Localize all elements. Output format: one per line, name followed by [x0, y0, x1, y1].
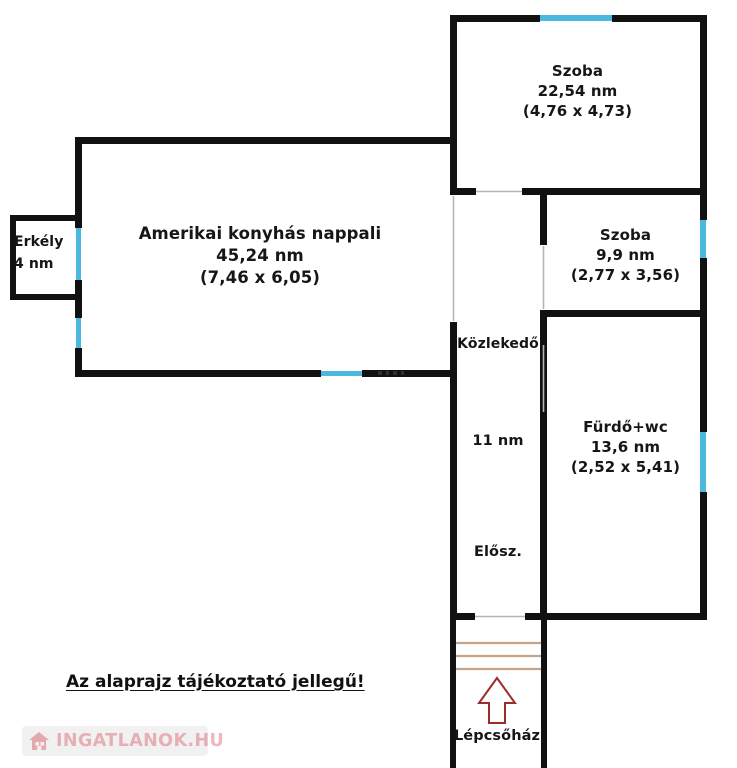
room-label-kozlekedo-area: 11 nm: [452, 432, 544, 451]
wall-stairwell-right: [541, 613, 547, 768]
wall-nappali-bottom-right: [362, 370, 457, 377]
room-area: 13,6 nm: [590, 437, 661, 456]
room-label-elosz: Elősz.: [452, 543, 544, 562]
stairs-group: [456, 641, 541, 671]
wall-right-mid: [700, 258, 707, 432]
wall-erkely-top: [10, 215, 82, 221]
room-name: Amerikai konyhás nappali: [138, 224, 382, 243]
wall-szoba1-bottom-right: [522, 188, 707, 195]
room-area: 22,54 nm: [537, 81, 618, 100]
room-dimensions: (4,76 x 4,73): [522, 101, 633, 120]
wall-corridor-bottom-right: [525, 613, 547, 620]
wall-erkely-left: [10, 215, 16, 300]
window-nappali-bottom: [321, 371, 362, 376]
wall-stairwell-left: [450, 613, 456, 768]
wall-erkely-bottom: [10, 294, 82, 300]
wall-nappali-left-upper: [75, 137, 82, 228]
house-icon: [28, 730, 50, 752]
room-label-erkely: Erkély 4 nm: [14, 232, 78, 275]
window-nappali-left: [76, 318, 81, 348]
room-area: 4 nm: [14, 255, 54, 272]
wall-szoba2-bottom: [543, 310, 707, 317]
room-name: Szoba: [551, 62, 604, 80]
watermark-text: INGATLANOK.HU: [56, 731, 225, 751]
wall-corridor-left-top: [450, 15, 457, 137]
wall-right-lower: [700, 492, 707, 620]
window-furdo-right: [700, 432, 706, 492]
room-area: 11 nm: [472, 433, 524, 449]
room-dimensions: (7,46 x 6,05): [200, 267, 320, 287]
room-dimensions: (2,77 x 3,56): [570, 265, 681, 284]
wall-top-szoba1-left: [450, 15, 540, 22]
room-name: Szoba: [599, 226, 652, 244]
windows-group: [76, 15, 706, 492]
wall-corridor-left-bottom: [450, 322, 457, 613]
wall-corridor-bottom-left: [450, 613, 475, 620]
wall-right-upper: [700, 15, 707, 220]
window-erkely-door: [76, 228, 81, 280]
wall-nappali-left-lower: [75, 348, 82, 377]
wall-nappali-bottom-left: [75, 370, 321, 377]
wall-nappali-right-lower: [450, 322, 457, 377]
window-szoba2-right: [700, 220, 706, 258]
room-label-furdo-wc: Fürdő+wc 13,6 nm (2,52 x 5,41): [548, 418, 703, 477]
room-label-nappali: Amerikai konyhás nappali 45,24 nm (7,46 …: [95, 223, 425, 288]
room-name: Elősz.: [473, 544, 522, 560]
watermark-remnant: [378, 371, 404, 375]
room-area: 9,9 nm: [596, 245, 655, 264]
room-name: Lépcsőház: [453, 728, 541, 744]
stairs-up-arrow-icon: [477, 676, 517, 724]
wall-szoba1-bottom-left: [450, 188, 476, 195]
wall-corridor-left-mid: [450, 137, 457, 195]
room-name: Erkély: [14, 234, 64, 250]
floor-plan-disclaimer: Az alaprajz tájékoztató jellegű!: [66, 672, 365, 692]
door-openings-group: [452, 190, 545, 618]
wall-corridor-right-upper: [540, 188, 547, 245]
room-label-szoba-1: Szoba 22,54 nm (4,76 x 4,73): [455, 62, 700, 121]
wall-nappali-top: [75, 137, 457, 144]
room-name: Közlekedő: [457, 336, 539, 352]
room-area: 45,24 nm: [216, 245, 304, 265]
wall-corridor-right-lower: [540, 310, 547, 620]
room-label-lepcsohaz: Lépcsőház: [447, 727, 547, 746]
wall-bottom-right-block: [543, 613, 707, 620]
room-label-szoba-2: Szoba 9,9 nm (2,77 x 3,56): [548, 226, 703, 285]
wall-top-szoba1-right: [612, 15, 707, 22]
walls-group: [10, 15, 707, 768]
watermark: INGATLANOK.HU: [22, 726, 224, 756]
window-szoba1-top: [540, 15, 612, 21]
room-dimensions: (2,52 x 5,41): [570, 457, 681, 476]
room-name: Fürdő+wc: [583, 418, 668, 436]
room-label-kozlekedo: Közlekedő: [452, 335, 544, 353]
